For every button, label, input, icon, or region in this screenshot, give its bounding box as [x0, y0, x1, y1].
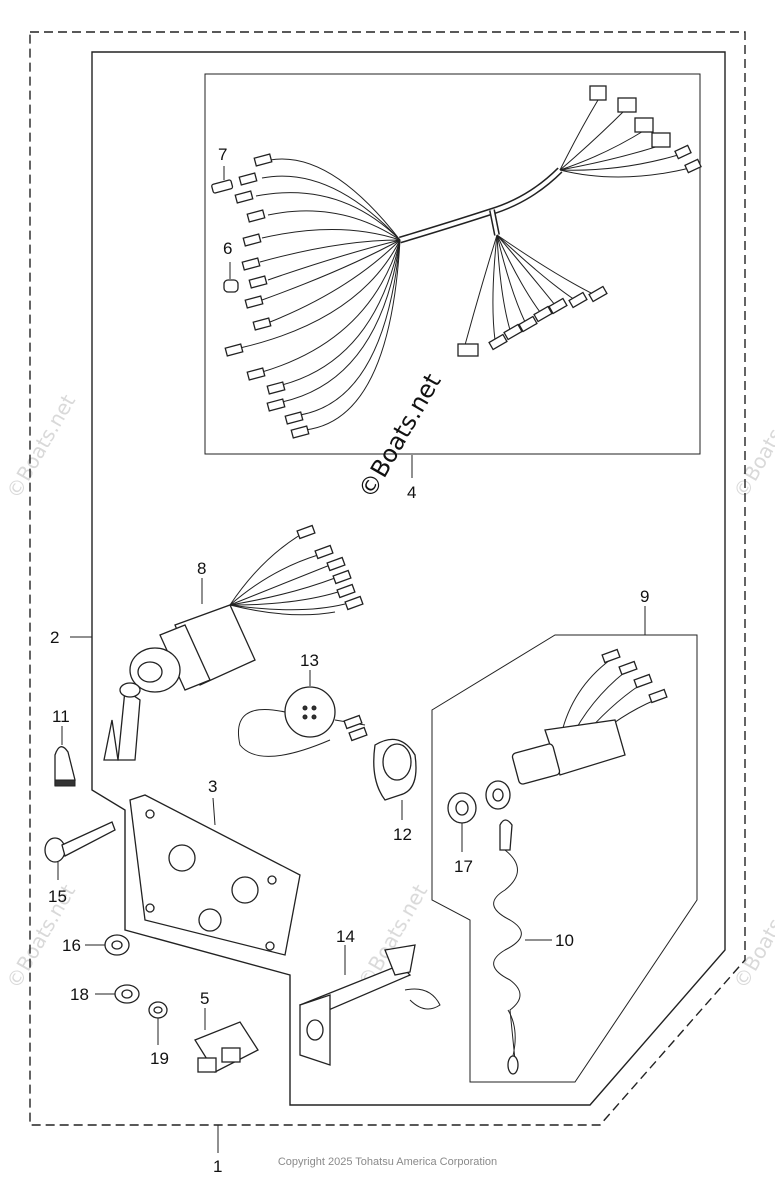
connector-5 [194, 1021, 259, 1073]
nut-17 [447, 792, 477, 824]
leader-lines [57, 455, 646, 1153]
callout-13: 13 [300, 651, 319, 670]
buzzer-13 [238, 686, 368, 757]
callout-9: 9 [640, 587, 649, 606]
callout-11: 11 [52, 707, 70, 726]
callout-14: 14 [336, 927, 355, 946]
plate-3 [129, 794, 301, 956]
kill-switch-9 [485, 648, 668, 810]
callout-2: 2 [50, 628, 59, 647]
assembly-outline-1 [29, 31, 746, 1126]
harness-left-connectors [224, 153, 310, 439]
callout-8: 8 [197, 559, 206, 578]
clamp-12 [373, 738, 417, 801]
main-switch-8 [103, 524, 364, 761]
watermark-left-top: ©Boats.net [2, 390, 81, 502]
callout-17: 17 [454, 857, 473, 876]
callout-16: 16 [62, 936, 81, 955]
callout-1: 1 [213, 1157, 222, 1176]
assembly-outline-2 [91, 51, 726, 1106]
terminal-6 [223, 262, 239, 293]
washer-19 [148, 1001, 168, 1019]
copyright-text: Copyright 2025 Tohatsu America Corporati… [277, 1156, 498, 1168]
bracket-14 [298, 944, 441, 1066]
harness-lower-connectors [457, 285, 608, 357]
callout-10: 10 [555, 931, 574, 950]
callout-5: 5 [200, 989, 209, 1008]
lanyard-10 [493, 819, 522, 1075]
terminal-7 [211, 166, 234, 194]
callout-4: 4 [407, 483, 416, 502]
harness-box-4 [204, 73, 701, 455]
harness-top-right-plugs [589, 85, 702, 174]
callout-labels: 1 2 3 4 5 6 7 8 9 10 11 12 13 14 15 16 1… [48, 145, 649, 1176]
callout-19: 19 [150, 1049, 169, 1068]
main-harness-4 [224, 85, 702, 439]
clip-11 [54, 746, 76, 787]
switch-box-9 [431, 634, 698, 1083]
callout-15: 15 [48, 887, 67, 906]
watermark-right-top: ©Boats.net [729, 390, 775, 502]
callout-18: 18 [70, 985, 89, 1004]
nut-16 [104, 934, 130, 956]
watermark-center: ©Boats.net [353, 369, 447, 503]
washer-18 [114, 984, 140, 1004]
callout-3: 3 [208, 777, 217, 796]
callout-6: 6 [223, 239, 232, 258]
watermark-right-bottom: ©Boats.net [729, 880, 775, 992]
callout-7: 7 [218, 145, 227, 164]
callout-12: 12 [393, 825, 412, 844]
screw-15 [44, 821, 116, 863]
